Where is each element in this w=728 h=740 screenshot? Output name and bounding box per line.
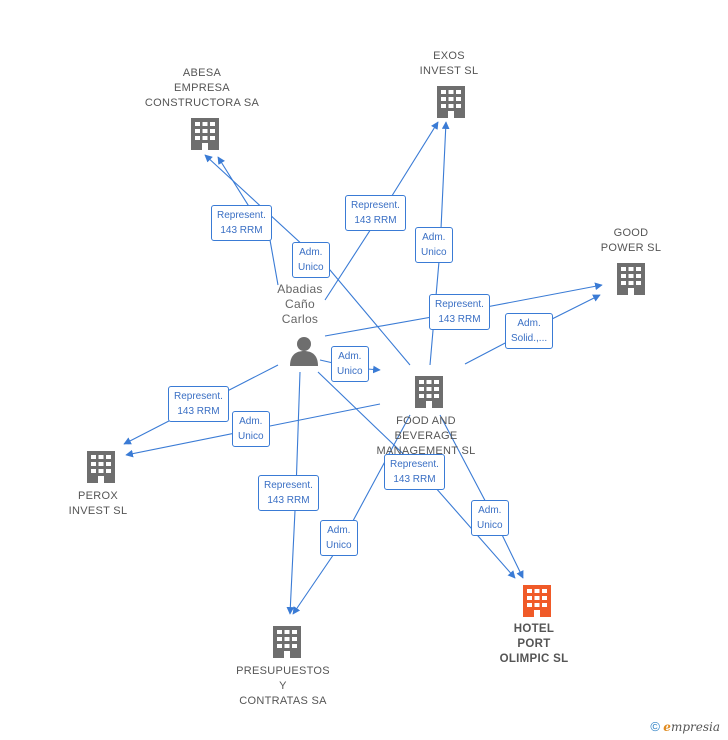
copyright-icon: © [650, 719, 660, 734]
node-label-food[interactable]: FOOD AND BEVERAGE MANAGEMENT SL [376, 415, 476, 457]
edge-label-person-goodpower[interactable]: Represent.143 RRM [429, 294, 490, 330]
perox-building-icon[interactable] [87, 451, 115, 483]
presupuestos-building-icon[interactable] [273, 626, 301, 658]
person-icon[interactable] [290, 337, 318, 366]
edge-label-person-abesa[interactable]: Represent.143 RRM [211, 205, 272, 241]
good-power-building-icon[interactable] [617, 263, 645, 295]
brand-logo[interactable]: empresia [663, 720, 720, 734]
edge-label-food-perox[interactable]: Adm.Unico [232, 411, 270, 447]
edge-label-person-food[interactable]: Adm.Unico [331, 346, 369, 382]
footer-watermark: © empresia [650, 719, 720, 734]
edge-label-food-goodpower[interactable]: Adm.Solid.,... [505, 313, 554, 349]
abesa-building-icon[interactable] [191, 118, 219, 150]
hotel-building-icon[interactable] [523, 585, 551, 617]
node-label-good-power[interactable]: GOOD POWER SL [600, 227, 662, 254]
edge-label-person-perox[interactable]: Represent.143 RRM [168, 386, 229, 422]
edge-label-food-presupuestos[interactable]: Adm.Unico [320, 520, 358, 556]
edge-label-person-presupuestos[interactable]: Represent.143 RRM [258, 475, 319, 511]
node-label-presupuestos[interactable]: PRESUPUESTOS Y CONTRATAS SA [236, 665, 330, 707]
edge-label-food-exos[interactable]: Adm.Unico [415, 227, 453, 263]
node-label-perox[interactable]: PEROX INVEST SL [68, 490, 128, 517]
exos-building-icon[interactable] [437, 86, 465, 118]
node-label-person[interactable]: Abadias Caño Carlos [277, 282, 323, 326]
edge-label-person-exos[interactable]: Represent.143 RRM [345, 195, 406, 231]
edge-label-person-hotel[interactable]: Represent.143 RRM [384, 454, 445, 490]
node-label-exos[interactable]: EXOS INVEST SL [419, 50, 479, 77]
node-label-abesa[interactable]: ABESA EMPRESA CONSTRUCTORA SA [144, 67, 260, 109]
edge-label-food-abesa[interactable]: Adm.Unico [292, 242, 330, 278]
node-label-hotel[interactable]: HOTEL PORT OLIMPIC SL [499, 623, 569, 665]
edge-food-abesa [204, 154, 411, 366]
edge-label-food-hotel[interactable]: Adm.Unico [471, 500, 509, 536]
food-building-icon[interactable] [415, 376, 443, 408]
